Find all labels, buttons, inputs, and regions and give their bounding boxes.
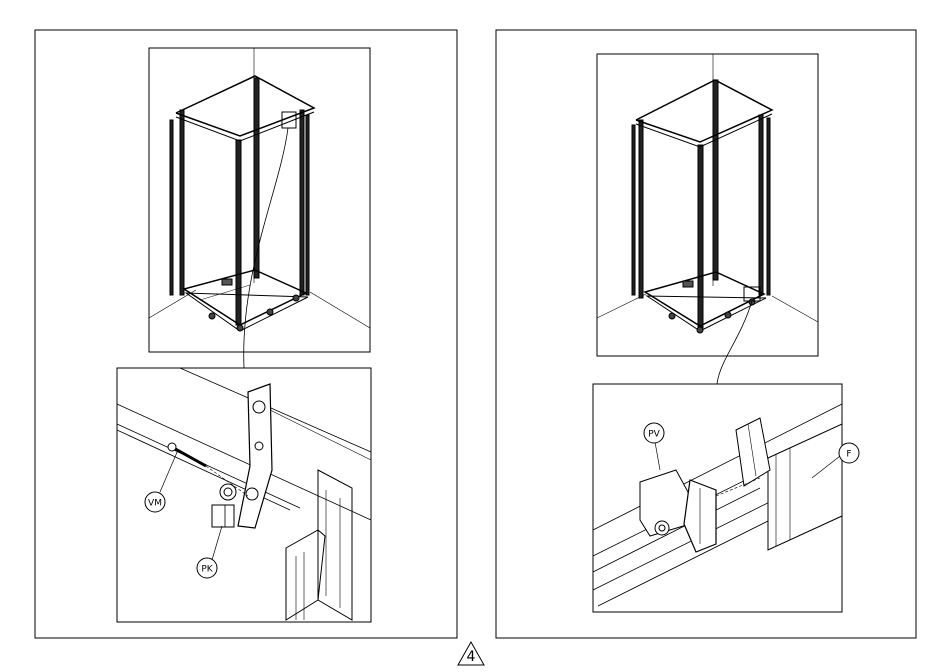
callout-pv: PV (644, 423, 664, 443)
left-enclosure-overview (149, 48, 370, 368)
callout-f: F (839, 443, 859, 463)
callout-pk-label: PK (201, 565, 213, 575)
page-number: 4 (456, 640, 486, 668)
callout-pv-label: PV (648, 430, 660, 440)
left-step-frame (35, 30, 457, 638)
right-enclosure-overview (597, 54, 818, 384)
callout-f-label: F (846, 450, 851, 460)
callout-vm-label: VM (148, 499, 162, 509)
right-detail-view (593, 384, 842, 612)
callout-vm: VM (145, 492, 165, 512)
callout-pk: PK (197, 558, 217, 578)
page-number-text: 4 (456, 649, 486, 665)
